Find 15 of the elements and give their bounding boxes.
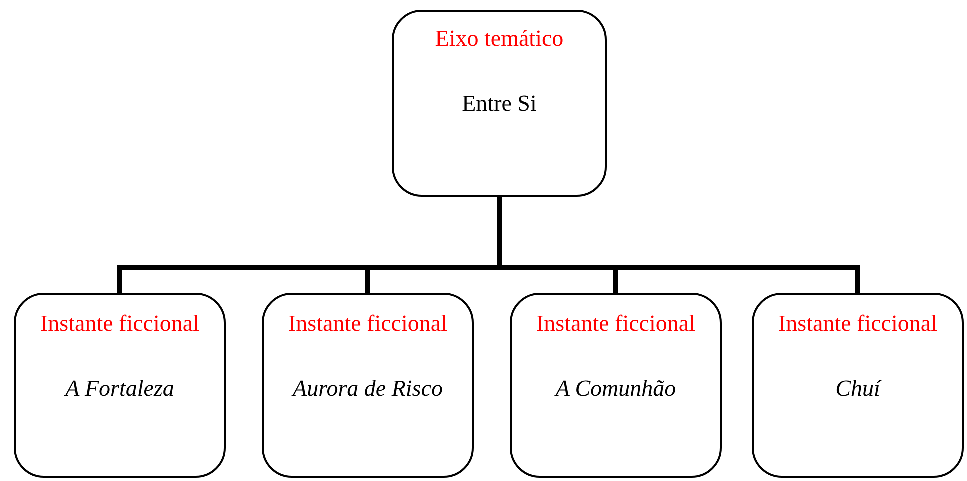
box-heading: Instante ficcional xyxy=(777,311,938,337)
box-title: A Fortaleza xyxy=(63,375,176,403)
box-heading: Instante ficcional xyxy=(287,311,448,337)
item-box xyxy=(510,293,722,478)
box-heading: Eixo temático xyxy=(434,26,565,52)
item-box xyxy=(262,293,474,478)
box-title: Entre Si xyxy=(461,90,538,118)
box-title: A Comunhão xyxy=(554,375,678,403)
box-heading: Instante ficcional xyxy=(39,311,200,337)
box-heading: Instante ficcional xyxy=(535,311,696,337)
box-title: Aurora de Risco xyxy=(290,375,444,403)
box-title: Chuí xyxy=(834,375,883,403)
item-box xyxy=(752,293,964,478)
item-box xyxy=(14,293,226,478)
theme-box xyxy=(392,10,607,197)
